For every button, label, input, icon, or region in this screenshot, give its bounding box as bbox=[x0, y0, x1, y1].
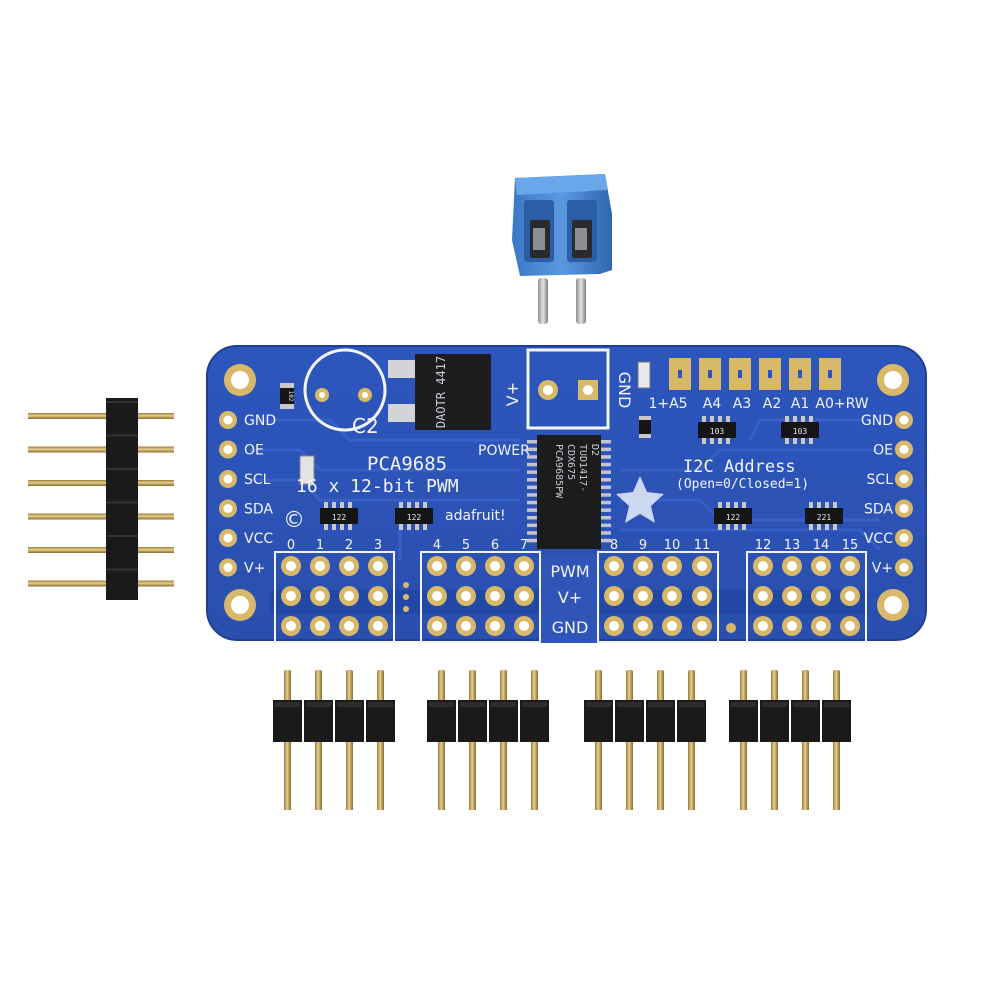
header-strip-4pin bbox=[427, 670, 549, 810]
side-header-pin bbox=[28, 480, 174, 486]
left-pin-label: GND bbox=[244, 413, 276, 429]
vias bbox=[403, 582, 736, 633]
right-pin-label: SDA bbox=[864, 502, 893, 518]
resistor-network-marking: 122 bbox=[332, 513, 347, 522]
channel-label: 2 bbox=[345, 538, 353, 553]
i2c-subtitle: (Open=0/Closed=1) bbox=[676, 477, 809, 492]
power-label: POWER bbox=[478, 443, 530, 459]
channel-label: 14 bbox=[813, 538, 830, 553]
right-pin-label: OE bbox=[873, 443, 893, 459]
loose-header-strips bbox=[273, 670, 851, 810]
channel-label: 12 bbox=[755, 538, 772, 553]
right-pin-label: V+ bbox=[872, 561, 893, 577]
resistor-network-marking: 103 bbox=[793, 427, 808, 436]
channel-label: 4 bbox=[433, 538, 441, 553]
servo-header-holes bbox=[274, 551, 867, 643]
address-labels: 1+A5 A4 A3 A2 A1 A0+RW bbox=[648, 396, 868, 412]
right-pin-labels: GND OE SCL SDA VCC V+ bbox=[861, 413, 894, 577]
left-pin-label: SCL bbox=[244, 472, 271, 488]
side-header-pin bbox=[28, 446, 174, 453]
channel-label: 13 bbox=[784, 538, 801, 553]
address-jumper-pads bbox=[669, 358, 841, 390]
channel-label: 0 bbox=[287, 538, 295, 553]
side-header-holes bbox=[219, 411, 913, 577]
brand-label: adafruit! bbox=[445, 508, 506, 524]
left-pin-label: VCC bbox=[244, 531, 273, 547]
row-label-gnd: GND bbox=[552, 618, 589, 637]
svg-text:102: 102 bbox=[287, 391, 294, 402]
regulator-marking: DAOTR 4417 bbox=[434, 356, 448, 428]
chip-name-label: PCA9685 bbox=[367, 453, 447, 475]
row-label-pwm: PWM bbox=[550, 562, 589, 581]
side-header-pin bbox=[28, 413, 174, 419]
left-pin-label: OE bbox=[244, 443, 264, 459]
side-header-pin bbox=[28, 580, 174, 587]
side-header-pin bbox=[28, 547, 174, 553]
left-pin-labels: GND OE SCL SDA VCC V+ bbox=[244, 413, 276, 577]
ic-marking-line: TUD1417- bbox=[577, 444, 588, 492]
side-header-pin bbox=[28, 513, 174, 520]
vplus-terminal-label: V+ bbox=[503, 382, 522, 406]
power-terminal-footprint: V+ GND bbox=[503, 348, 634, 430]
adafruit-star-logo bbox=[616, 476, 664, 523]
channel-label: 11 bbox=[694, 538, 711, 553]
row-label-vplus: V+ bbox=[558, 588, 582, 607]
header-strip-4pin bbox=[584, 670, 706, 810]
ic-marking-line: CDX675 bbox=[565, 444, 576, 480]
address-label: A2 bbox=[763, 396, 781, 412]
channel-label: 10 bbox=[664, 538, 681, 553]
left-pin-label: SDA bbox=[244, 502, 273, 518]
resistor-network-marking: 122 bbox=[407, 513, 422, 522]
ic-marking-line: PCA9685PW bbox=[553, 444, 564, 499]
i2c-title: I2C Address bbox=[683, 457, 796, 477]
address-label: 1+A5 bbox=[648, 396, 687, 412]
address-label: A1 bbox=[791, 396, 809, 412]
right-pin-label: GND bbox=[861, 413, 893, 429]
channel-label: 15 bbox=[842, 538, 859, 553]
channel-label: 7 bbox=[520, 538, 528, 553]
copyright-symbol: © bbox=[283, 508, 305, 533]
regulator: DAOTR 4417 bbox=[388, 354, 491, 430]
left-pin-label: V+ bbox=[244, 561, 265, 577]
channel-label: 9 bbox=[639, 538, 647, 553]
resistor-networks: 103 103 122 122 122 221 bbox=[320, 416, 843, 530]
gnd-terminal-label: GND bbox=[615, 372, 634, 409]
cap-small bbox=[299, 455, 315, 485]
ic-marking-line: D2 bbox=[589, 444, 600, 456]
resistor-network-marking: 103 bbox=[710, 427, 725, 436]
channel-label: 8 bbox=[610, 538, 618, 553]
address-label: A3 bbox=[733, 396, 751, 412]
address-label: A4 bbox=[703, 396, 722, 412]
channel-label: 3 bbox=[374, 538, 382, 553]
header-strip-4pin bbox=[729, 670, 851, 810]
resistor-network-marking: 122 bbox=[726, 513, 741, 522]
terminal-block bbox=[512, 174, 612, 324]
header-strip-4pin bbox=[273, 670, 395, 810]
side-header-housing bbox=[106, 398, 138, 600]
cap-label: C2 bbox=[352, 414, 379, 438]
side-header-strip bbox=[28, 398, 174, 600]
resistor-102: 102 bbox=[280, 383, 294, 409]
right-pin-label: SCL bbox=[867, 472, 894, 488]
subtitle-label: 16 x 12-bit PWM bbox=[296, 476, 459, 497]
channel-label: 5 bbox=[462, 538, 470, 553]
resistor-network-marking: 221 bbox=[817, 513, 832, 522]
mounting-holes bbox=[224, 364, 909, 621]
power-led bbox=[637, 361, 651, 438]
capacitor-c2: C2 bbox=[303, 348, 387, 438]
address-label: A0+RW bbox=[815, 396, 868, 412]
channel-label: 1 bbox=[316, 538, 324, 553]
channel-label: 6 bbox=[491, 538, 499, 553]
right-pin-label: VCC bbox=[864, 531, 893, 547]
